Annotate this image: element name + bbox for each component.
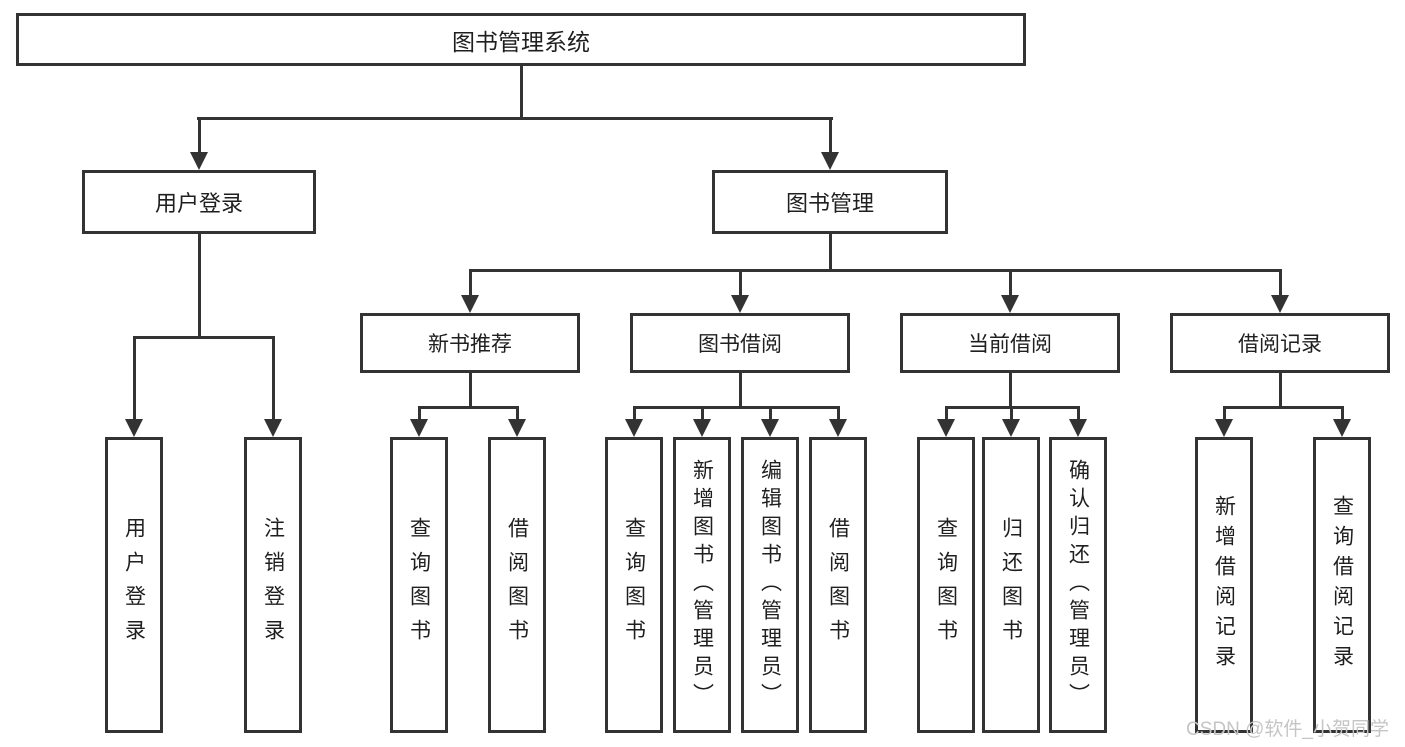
leaf-confirm-return-admin: 确认归还（管理员） (1049, 437, 1107, 733)
leaf-query-books: 查询图书 (605, 437, 663, 733)
node-new-book-recommend-label: 新书推荐 (428, 333, 512, 356)
connector-line (515, 406, 519, 420)
arrow-down-icon (125, 419, 143, 437)
leaf-logout-label: 注销登录 (261, 517, 285, 653)
leaf-query-borrow-record: 查询借阅记录 (1313, 437, 1371, 733)
leaf-user-login: 用户登录 (105, 437, 163, 733)
leaf-add-borrow-record: 新增借阅记录 (1195, 437, 1253, 733)
arrow-down-icon (731, 295, 749, 313)
leaf-borrow-books-label: 借阅图书 (826, 517, 850, 653)
connector-line (417, 406, 519, 409)
connector-line (132, 336, 136, 419)
connector-line (632, 406, 840, 409)
arrow-down-icon (1001, 295, 1019, 313)
connector-line (700, 406, 704, 420)
connector-line (738, 269, 742, 296)
connector-line (836, 406, 840, 420)
connector-line (1278, 269, 1282, 296)
connector-line (520, 66, 523, 118)
connector-line (197, 117, 201, 153)
node-borrow-records: 借阅记录 (1170, 313, 1390, 373)
leaf-borrow-books: 借阅图书 (809, 437, 867, 733)
node-current-borrow-label: 当前借阅 (968, 333, 1052, 356)
arrow-down-icon (1002, 419, 1020, 437)
arrow-down-icon (264, 419, 282, 437)
arrow-down-icon (761, 419, 779, 437)
connector-line (468, 269, 472, 296)
leaf-query-books: 查询图书 (390, 437, 448, 733)
connector-line (1222, 406, 1344, 409)
arrow-down-icon (625, 419, 643, 437)
connector-line (1340, 406, 1344, 420)
leaf-query-books-label: 查询图书 (934, 517, 958, 653)
leaf-edit-book-admin: 编辑图书（管理员） (741, 437, 799, 733)
arrow-down-icon (190, 152, 208, 170)
connector-line (197, 117, 833, 120)
connector-line (944, 406, 948, 420)
connector-line (1009, 406, 1013, 420)
arrow-down-icon (1333, 419, 1351, 437)
connector-line (768, 406, 772, 420)
arrow-down-icon (508, 419, 526, 437)
node-book-management-label: 图书管理 (785, 191, 874, 216)
leaf-query-books: 查询图书 (917, 437, 975, 733)
arrow-down-icon (1271, 295, 1289, 313)
node-new-book-recommend: 新书推荐 (360, 313, 580, 373)
leaf-add-borrow-record-label: 新增借阅记录 (1212, 495, 1236, 675)
connector-line (1008, 269, 1012, 296)
leaf-borrow-books-label: 借阅图书 (505, 517, 529, 653)
root-node: 图书管理系统 (16, 13, 1026, 66)
arrow-down-icon (829, 419, 847, 437)
leaf-confirm-return-admin-label: 确认归还（管理员） (1066, 459, 1090, 711)
node-current-borrow: 当前借阅 (900, 313, 1120, 373)
connector-line (1278, 373, 1282, 409)
connector-line (632, 406, 636, 420)
connector-line (133, 336, 275, 339)
leaf-logout: 注销登录 (244, 437, 302, 733)
watermark: CSDN @软件_小贺同学 (1186, 719, 1389, 740)
node-borrow-records-label: 借阅记录 (1238, 333, 1322, 356)
leaf-query-books-label: 查询图书 (622, 517, 646, 653)
connector-line (417, 406, 421, 420)
leaf-add-book-admin-label: 新增图书（管理员） (690, 459, 714, 711)
arrow-down-icon (410, 419, 428, 437)
node-book-management: 图书管理 (712, 170, 948, 234)
connector-line (1222, 406, 1226, 420)
arrow-down-icon (693, 419, 711, 437)
arrow-down-icon (821, 152, 839, 170)
connector-line (738, 373, 742, 409)
arrow-down-icon (461, 295, 479, 313)
node-book-borrow-label: 图书借阅 (698, 333, 782, 356)
connector-line (828, 117, 832, 153)
node-user-login-label: 用户登录 (154, 191, 243, 216)
connector-line (468, 373, 472, 409)
leaf-query-borrow-record-label: 查询借阅记录 (1330, 495, 1354, 675)
leaf-query-books-label: 查询图书 (407, 517, 431, 653)
leaf-edit-book-admin-label: 编辑图书（管理员） (758, 459, 782, 711)
connector-line (1076, 406, 1080, 420)
leaf-user-login-label: 用户登录 (122, 517, 146, 653)
connector-line (1008, 373, 1012, 409)
leaf-add-book-admin: 新增图书（管理员） (673, 437, 731, 733)
arrow-down-icon (937, 419, 955, 437)
leaf-borrow-books: 借阅图书 (488, 437, 546, 733)
arrow-down-icon (1069, 419, 1087, 437)
root-node-label: 图书管理系统 (452, 28, 590, 55)
leaf-return-book: 归还图书 (982, 437, 1040, 733)
connector-line (468, 269, 1282, 272)
connector-line (197, 234, 201, 338)
node-user-login: 用户登录 (82, 170, 316, 234)
arrow-down-icon (1215, 419, 1233, 437)
node-book-borrow: 图书借阅 (630, 313, 850, 373)
leaf-return-book-label: 归还图书 (999, 517, 1023, 653)
connector-line (271, 336, 275, 419)
connector-line (828, 234, 832, 272)
